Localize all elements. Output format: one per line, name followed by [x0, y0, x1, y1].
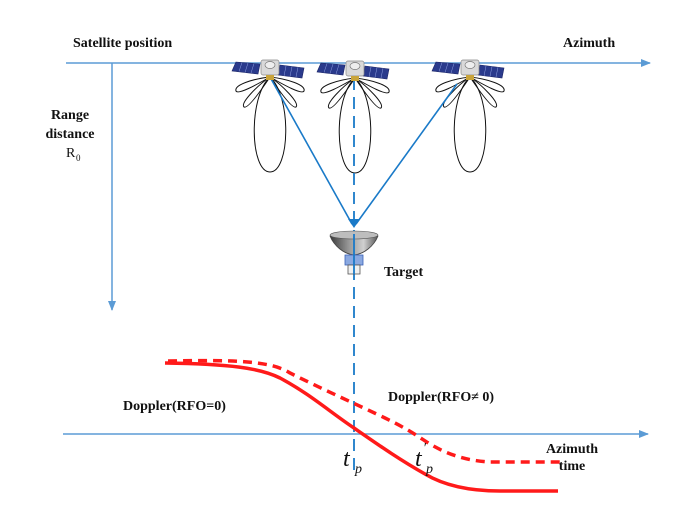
- beam-pattern-left: [235, 76, 305, 173]
- slant-range-left: [269, 76, 353, 225]
- tp-prime-label: t: [415, 446, 423, 472]
- range-label-line1: Range: [51, 108, 89, 123]
- azimuth-time-label-line1: Azimuth: [546, 442, 598, 457]
- azimuth-time-label-line2: time: [559, 459, 585, 474]
- tp-prime-mark: ′: [423, 441, 427, 456]
- beam-pattern-right: [435, 76, 505, 173]
- target-label: Target: [384, 265, 423, 280]
- tp-subscript: p: [354, 462, 362, 477]
- azimuth-label: Azimuth: [563, 36, 615, 51]
- convergence-arrowhead: [348, 219, 360, 228]
- slant-range-right: [355, 83, 458, 225]
- radar-dish-icon: [329, 230, 379, 275]
- range-symbol: R: [66, 146, 76, 161]
- doppler-curve-rfo-zero: [164, 361, 558, 493]
- range-label-line2: distance: [46, 127, 95, 142]
- doppler-rfo-zero-label: Doppler(RFO=0): [123, 399, 226, 414]
- satellite-icon: [316, 60, 390, 82]
- doppler-rfo-nonzero-label: Doppler(RFO≠ 0): [388, 390, 494, 405]
- range-symbol-subscript: 0: [76, 153, 81, 163]
- doppler-curve-rfo-nonzero: [167, 358, 560, 464]
- beam-pattern-center: [320, 77, 390, 174]
- satellite-position-label: Satellite position: [73, 36, 172, 51]
- tp-prime-subscript: p: [425, 462, 433, 477]
- tp-label: t: [343, 446, 351, 472]
